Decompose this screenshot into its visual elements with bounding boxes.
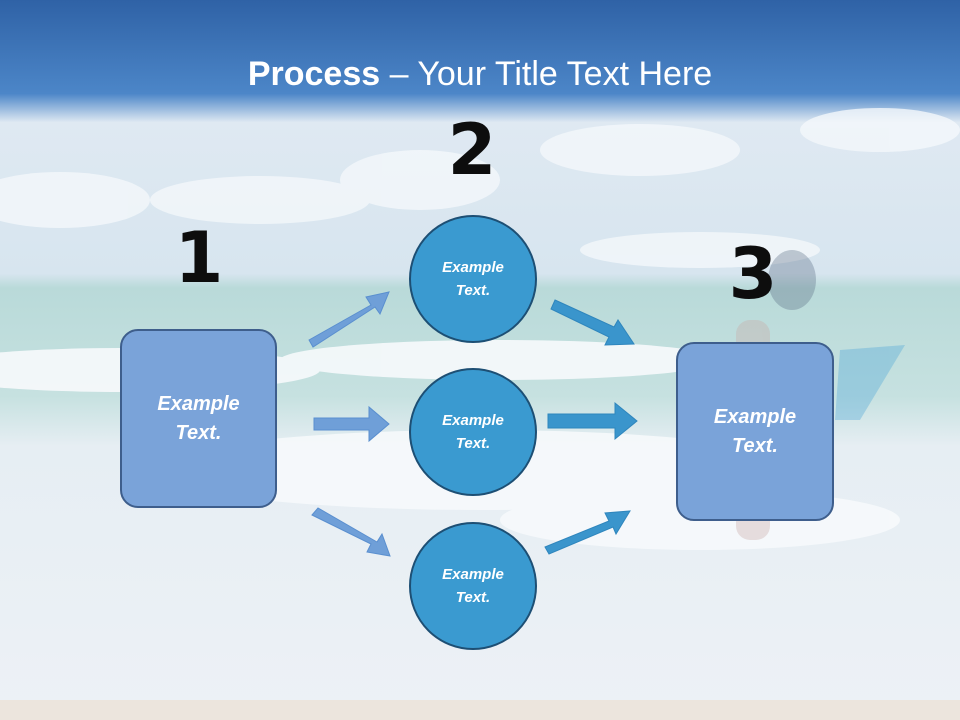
circle-bottom-label: Example Text. — [442, 566, 504, 606]
left-process-box: Example Text. — [120, 329, 277, 508]
arrow-middle-to-right — [547, 401, 638, 441]
process-circle-bottom: Example Text. — [409, 522, 537, 650]
title-bold: Process — [247, 55, 381, 93]
process-circle-top: Example Text. — [409, 215, 537, 343]
step-number-1: 1 — [174, 217, 224, 299]
left-box-label: Example Text. — [157, 392, 240, 444]
circle-top-label: Example Text. — [442, 259, 504, 299]
arrow-left-to-top — [308, 291, 390, 348]
arrow-top-to-right — [550, 299, 635, 346]
step-number-2: 2 — [447, 109, 497, 191]
step-number-3: 3 — [728, 233, 778, 315]
slide-title: Process – Your Title Text Here — [0, 52, 960, 96]
arrow-bottom-to-right — [544, 510, 631, 555]
arrow-left-to-bottom — [311, 507, 391, 557]
process-circle-middle: Example Text. — [409, 368, 537, 496]
title-rest: – Your Title Text Here — [380, 55, 713, 93]
right-process-box: Example Text. — [676, 342, 834, 521]
arrow-left-to-middle — [313, 405, 390, 443]
circle-middle-label: Example Text. — [442, 412, 504, 452]
right-box-label: Example Text. — [713, 405, 797, 457]
